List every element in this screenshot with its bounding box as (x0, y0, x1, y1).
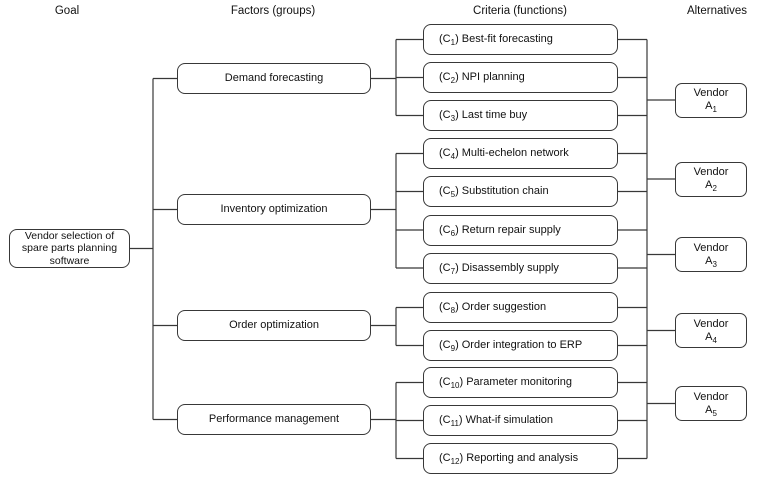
criterion-node-5: (C5)Substitution chain (423, 176, 618, 207)
criterion-node-10: (C10)Parameter monitoring (423, 367, 618, 398)
criterion-node-7: (C7)Disassembly supply (423, 252, 618, 284)
vendor-code: A1 (705, 100, 717, 115)
criterion-code: (C1) (439, 33, 459, 48)
vendor-node-1: Vendor A1 (675, 82, 747, 118)
factor-node-1: Demand forecasting (177, 63, 371, 94)
factor-node-2: Inventory optimization (177, 194, 371, 225)
vendor-node-4: Vendor A4 (675, 313, 747, 348)
criterion-label: Last time buy (461, 109, 528, 121)
criterion-code: (C6) (439, 223, 459, 238)
factor-node-3: Order optimization (177, 310, 371, 341)
criterion-label: NPI planning (461, 71, 525, 83)
goal-label: Vendor selection of spare parts planning… (21, 229, 118, 267)
criterion-label: Order suggestion (461, 301, 547, 313)
criterion-code: (C12) (439, 452, 464, 467)
column-header-goal: Goal (54, 5, 80, 17)
criterion-node-11: (C11)What-if simulation (423, 405, 618, 436)
criterion-node-9: (C9)Order integration to ERP (423, 330, 618, 361)
criterion-label: Substitution chain (461, 185, 549, 197)
criterion-code: (C2) (439, 71, 459, 86)
criterion-label: Return repair supply (461, 223, 561, 236)
vendor-node-2: Vendor A2 (675, 161, 747, 197)
column-header-factors: Factors (groups) (230, 5, 316, 17)
vendor-name: Vendor (693, 317, 729, 330)
vendor-node-3: Vendor A3 (675, 237, 747, 272)
criterion-label: Multi-echelon network (461, 147, 569, 159)
criterion-label: Disassembly supply (461, 261, 559, 274)
factor-node-4: Performance management (177, 404, 371, 435)
criterion-code: (C9) (439, 339, 459, 354)
criterion-node-4: (C4)Multi-echelon network (423, 138, 618, 169)
criterion-node-6: (C6)Return repair supply (423, 214, 618, 246)
vendor-node-5: Vendor A5 (675, 386, 747, 421)
factor-label: Performance management (208, 413, 340, 425)
criterion-code: (C3) (439, 109, 459, 124)
criterion-node-8: (C8)Order suggestion (423, 292, 618, 323)
criterion-node-2: (C2)NPI planning (423, 62, 618, 93)
criterion-code: (C4) (439, 147, 459, 162)
criterion-node-3: (C3)Last time buy (423, 100, 618, 131)
vendor-code: A5 (705, 403, 717, 418)
criterion-node-12: (C12)Reporting and analysis (423, 443, 618, 474)
criterion-code: (C8) (439, 301, 459, 316)
vendor-name: Vendor (693, 87, 729, 99)
criterion-code: (C5) (439, 185, 459, 200)
criterion-code: (C7) (439, 261, 459, 276)
criterion-code: (C10) (439, 376, 464, 391)
factor-label: Order optimization (229, 319, 319, 331)
vendor-name: Vendor (693, 241, 729, 254)
criterion-label: Order integration to ERP (461, 339, 583, 351)
goal-node: Vendor selection of spare parts planning… (9, 229, 130, 268)
vendor-name: Vendor (693, 390, 729, 403)
criterion-label: Best-fit forecasting (461, 33, 553, 45)
vendor-name: Vendor (693, 166, 729, 178)
criterion-code: (C11) (439, 414, 463, 429)
column-header-alternatives: Alternatives (686, 5, 748, 17)
vendor-code: A4 (705, 330, 717, 345)
column-header-criteria: Criteria (functions) (473, 5, 567, 17)
criterion-label: Parameter monitoring (466, 376, 572, 388)
vendor-code: A2 (705, 179, 717, 194)
criterion-label: What-if simulation (465, 414, 554, 426)
factor-label: Demand forecasting (224, 72, 324, 84)
criterion-label: Reporting and analysis (466, 452, 579, 464)
vendor-code: A3 (705, 254, 717, 269)
criterion-node-1: (C1)Best-fit forecasting (423, 24, 618, 55)
factor-label: Inventory optimization (220, 203, 328, 215)
